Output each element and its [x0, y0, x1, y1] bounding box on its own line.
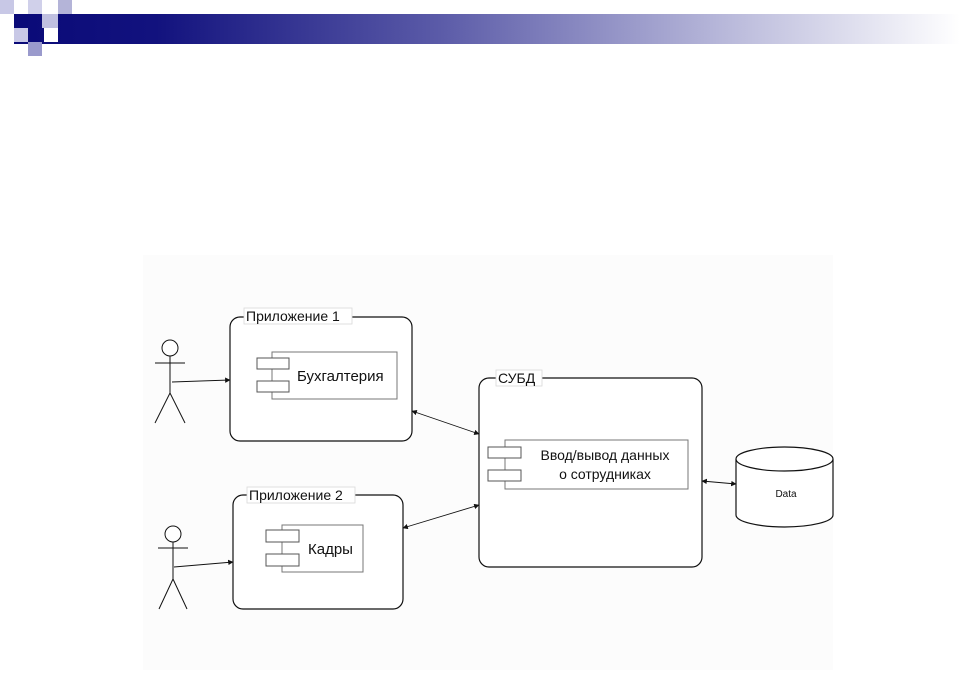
node-app-1: Приложение 1 Бухгалтерия: [229, 307, 413, 442]
database-label: Data: [775, 489, 797, 500]
node-dbms: СУБД Ввод/вывод данных о сотрудниках: [478, 369, 703, 568]
actor-user-1: [154, 339, 186, 424]
node-dbms-title: СУБД: [498, 370, 536, 386]
node-app-1-title: Приложение 1: [246, 308, 340, 324]
database-cylinder: Data: [735, 446, 834, 528]
link-user2-app2: [173, 559, 234, 568]
component-employee-io-label-line2: о сотрудниках: [559, 466, 651, 482]
component-accounting-label: Бухгалтерия: [297, 368, 384, 385]
header-gradient-bar: [14, 14, 960, 44]
actor-user-2: [158, 525, 188, 610]
node-app-2: Приложение 2 Кадры: [232, 486, 404, 610]
component-icon-employee-io: [487, 439, 689, 490]
link-app2-dbms: [402, 503, 480, 530]
component-hr-label: Кадры: [308, 541, 353, 558]
link-user1-app1: [171, 377, 231, 383]
decorative-squares: [0, 0, 72, 56]
link-app1-dbms: [411, 410, 480, 435]
component-icon-accounting: [256, 351, 398, 400]
component-icon-hr: [265, 524, 364, 573]
link-dbms-database: [701, 478, 737, 487]
component-employee-io-label-line1: Ввод/вывод данных: [541, 447, 670, 463]
node-app-2-title: Приложение 2: [249, 487, 343, 503]
